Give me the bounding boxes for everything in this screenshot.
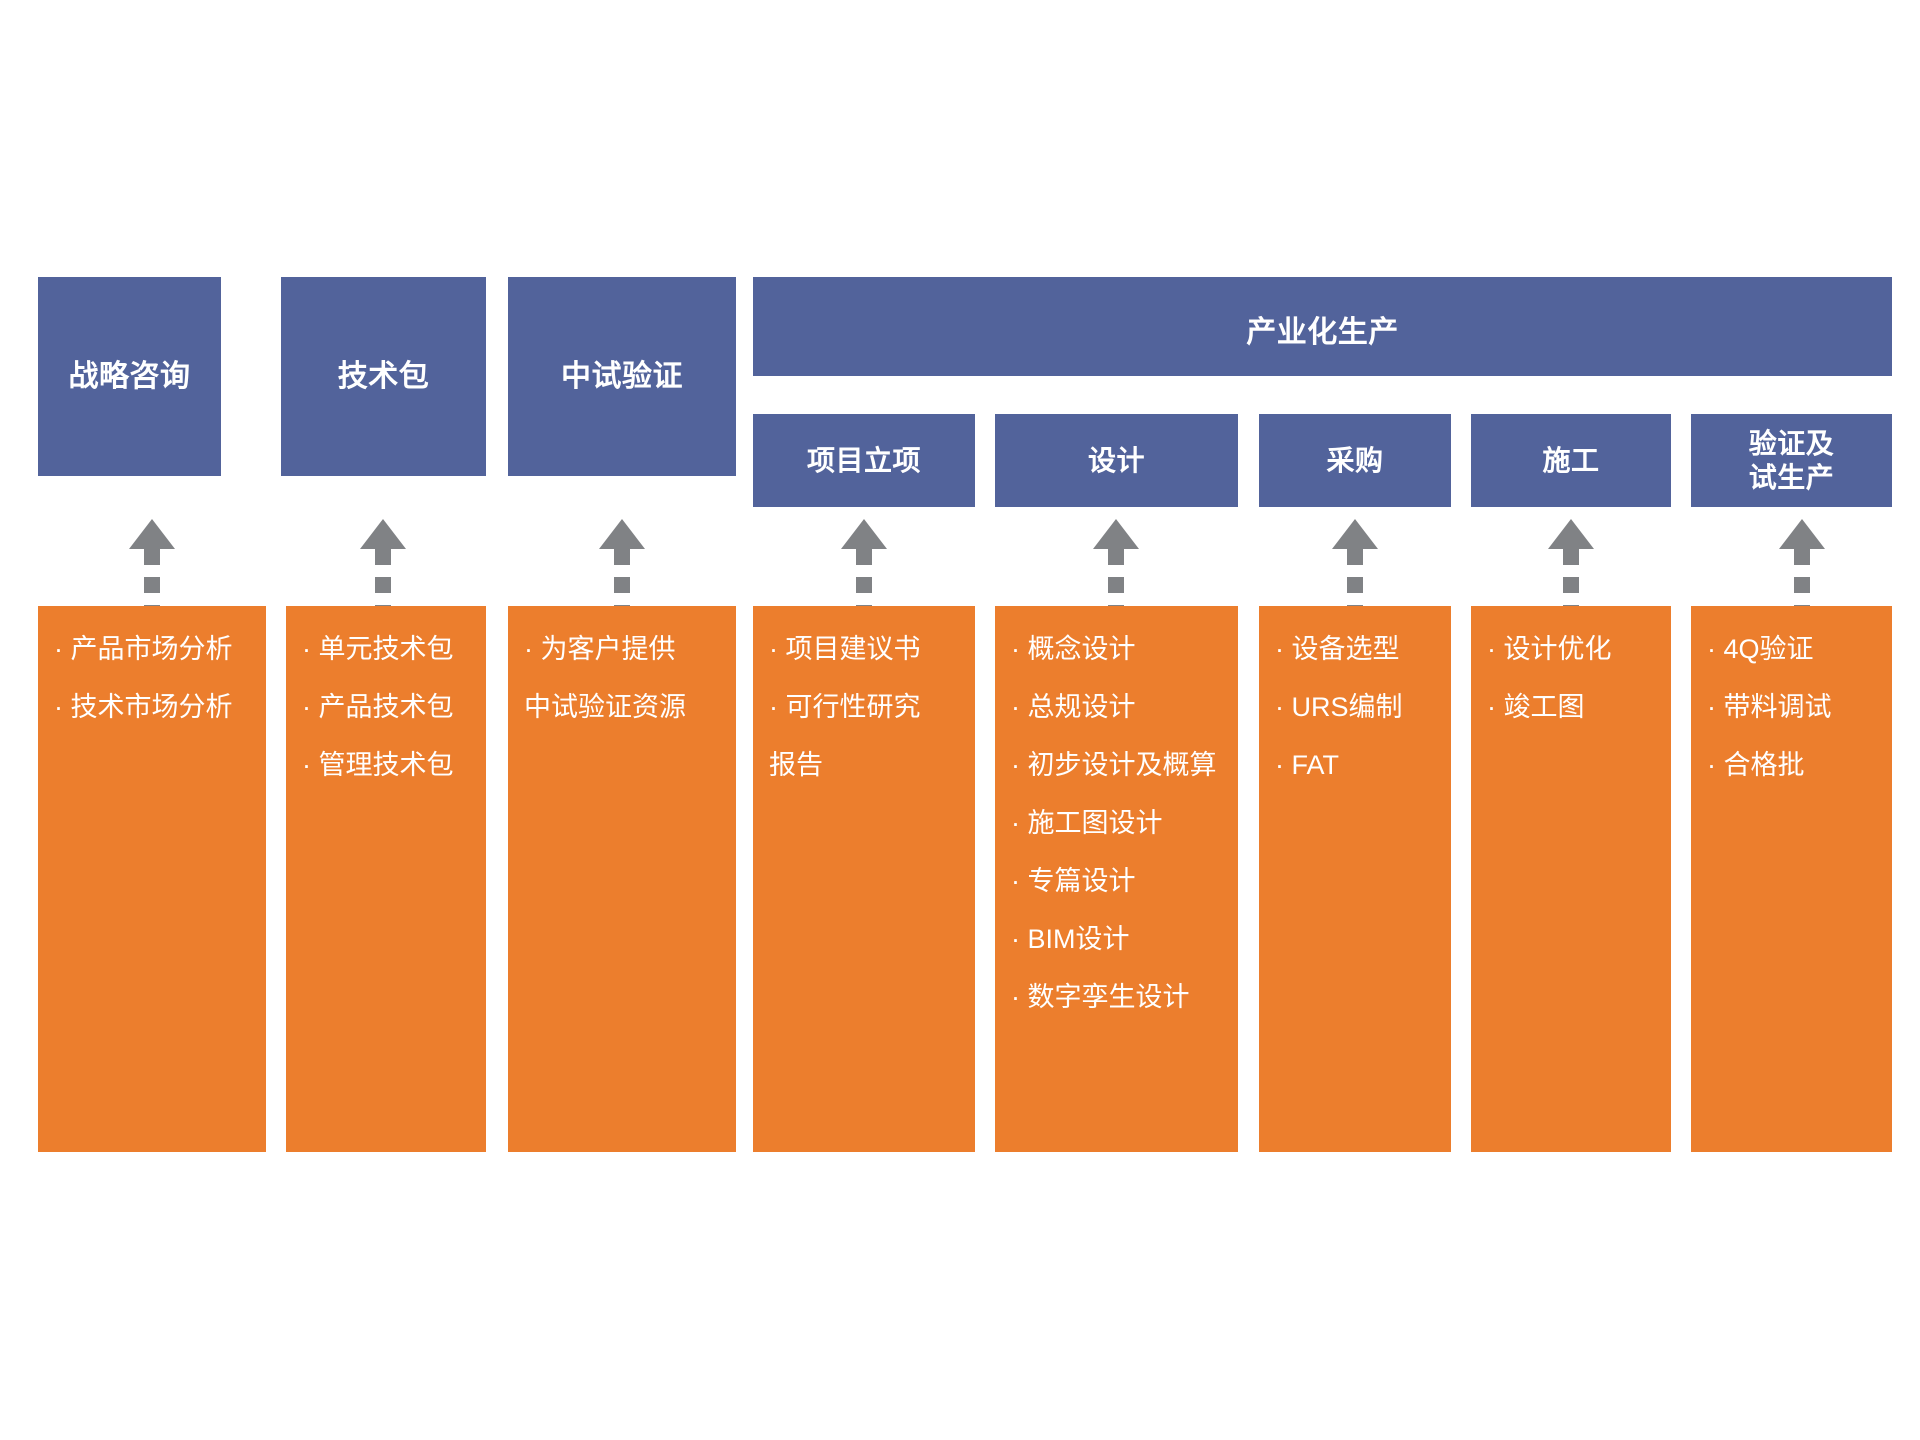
arrow-shaft — [144, 549, 160, 607]
arrow-head-icon — [1093, 519, 1139, 549]
list-item: · 4Q验证 — [1707, 634, 1814, 664]
arrow-head-icon — [599, 519, 645, 549]
list-item: · 施工图设计 — [1011, 808, 1163, 839]
arrow-head-icon — [1548, 519, 1594, 549]
stage-content-construction[interactable]: · 设计优化 · 竣工图 — [1471, 606, 1671, 1152]
stage-header-tech-package[interactable]: 技术包 — [281, 277, 486, 476]
list-item: · 专篇设计 — [1011, 866, 1136, 897]
list-item: · 管理技术包 — [302, 750, 454, 781]
stage-content-pilot-validation[interactable]: · 为客户提供 中试验证资源 — [508, 606, 736, 1152]
arrow-head-icon — [129, 519, 175, 549]
stage-header-procurement[interactable]: 采购 — [1259, 414, 1451, 507]
item-list: · 产品市场分析 · 技术市场分析 — [54, 634, 250, 723]
list-item: · 技术市场分析 — [54, 692, 233, 723]
list-item: · 初步设计及概算 — [1011, 750, 1217, 781]
arrow-project-initiation — [841, 519, 887, 607]
stage-header-label: 项目立项 — [806, 444, 921, 476]
list-item: · 带料调试 — [1707, 692, 1832, 723]
item-list: · 为客户提供 中试验证资源 — [524, 634, 720, 723]
arrow-tech-package — [360, 519, 406, 607]
list-item: · 产品市场分析 — [54, 634, 233, 664]
item-list: · 设备选型 · URS编制 · FAT — [1275, 634, 1435, 781]
list-item: · 项目建议书 — [769, 634, 921, 664]
stage-content-project-initiation[interactable]: · 项目建议书 · 可行性研究 报告 — [753, 606, 975, 1152]
stage-header-label: 采购 — [1326, 444, 1384, 476]
list-item: · 数字孪生设计 — [1011, 982, 1190, 1013]
item-list: · 项目建议书 · 可行性研究 报告 — [769, 634, 959, 781]
arrow-head-icon — [841, 519, 887, 549]
stage-content-design[interactable]: · 概念设计 · 总规设计 · 初步设计及概算 · 施工图设计 · 专篇设计 ·… — [995, 606, 1238, 1152]
item-list: · 4Q验证 · 带料调试 · 合格批 — [1707, 634, 1876, 781]
list-item: · URS编制 — [1275, 692, 1403, 723]
list-item: · 竣工图 — [1487, 692, 1585, 723]
arrow-head-icon — [1332, 519, 1378, 549]
stage-header-label: 验证及 试生产 — [1748, 428, 1835, 493]
list-item: · 概念设计 — [1011, 634, 1136, 664]
stage-content-procurement[interactable]: · 设备选型 · URS编制 · FAT — [1259, 606, 1451, 1152]
arrow-pilot-validation — [599, 519, 645, 607]
list-item: · 合格批 — [1707, 750, 1805, 781]
stage-content-strategy-consulting[interactable]: · 产品市场分析 · 技术市场分析 — [38, 606, 266, 1152]
arrow-shaft — [614, 549, 630, 607]
arrow-shaft — [1347, 549, 1363, 607]
arrow-validation-trial-production — [1779, 519, 1825, 607]
stage-header-construction[interactable]: 施工 — [1471, 414, 1671, 507]
list-item: 中试验证资源 — [524, 692, 686, 723]
arrow-head-icon — [1779, 519, 1825, 549]
stage-content-validation-trial-production[interactable]: · 4Q验证 · 带料调试 · 合格批 — [1691, 606, 1892, 1152]
arrow-shaft — [1794, 549, 1810, 607]
stage-header-strategy-consulting[interactable]: 战略咨询 — [38, 277, 221, 476]
item-list: · 设计优化 · 竣工图 — [1487, 634, 1655, 723]
stage-header-label: 战略咨询 — [68, 359, 191, 393]
list-item: · 为客户提供 — [524, 634, 676, 664]
item-list: · 单元技术包 · 产品技术包 · 管理技术包 — [302, 634, 470, 781]
list-item: · 单元技术包 — [302, 634, 454, 664]
list-item: · 可行性研究 — [769, 692, 921, 723]
arrow-procurement — [1332, 519, 1378, 607]
arrow-shaft — [375, 549, 391, 607]
list-item: 报告 — [769, 750, 823, 781]
arrow-construction — [1548, 519, 1594, 607]
stage-header-label: 设计 — [1087, 444, 1145, 476]
arrow-design — [1093, 519, 1139, 607]
list-item: · 总规设计 — [1011, 692, 1136, 723]
stage-header-label: 技术包 — [337, 359, 430, 393]
stage-header-pilot-validation[interactable]: 中试验证 — [508, 277, 736, 476]
list-item: · FAT — [1275, 750, 1339, 781]
stage-header-design[interactable]: 设计 — [995, 414, 1238, 507]
stage-header-label: 施工 — [1542, 444, 1600, 476]
list-item: · 产品技术包 — [302, 692, 454, 723]
banner-label: 产业化生产 — [1246, 316, 1399, 349]
list-item: · 设备选型 — [1275, 634, 1400, 664]
arrow-shaft — [856, 549, 872, 607]
item-list: · 概念设计 · 总规设计 · 初步设计及概算 · 施工图设计 · 专篇设计 ·… — [1011, 634, 1222, 1013]
stage-header-label: 中试验证 — [561, 359, 683, 393]
banner-industrial-production[interactable]: 产业化生产 — [753, 277, 1892, 376]
arrow-shaft — [1563, 549, 1579, 607]
list-item: · 设计优化 — [1487, 634, 1612, 664]
arrow-shaft — [1108, 549, 1124, 607]
arrow-strategy-consulting — [129, 519, 175, 607]
stage-header-validation-trial-production[interactable]: 验证及 试生产 — [1691, 414, 1892, 507]
arrow-head-icon — [360, 519, 406, 549]
stage-content-tech-package[interactable]: · 单元技术包 · 产品技术包 · 管理技术包 — [286, 606, 486, 1152]
stage-header-project-initiation[interactable]: 项目立项 — [753, 414, 975, 507]
list-item: · BIM设计 — [1011, 924, 1130, 955]
